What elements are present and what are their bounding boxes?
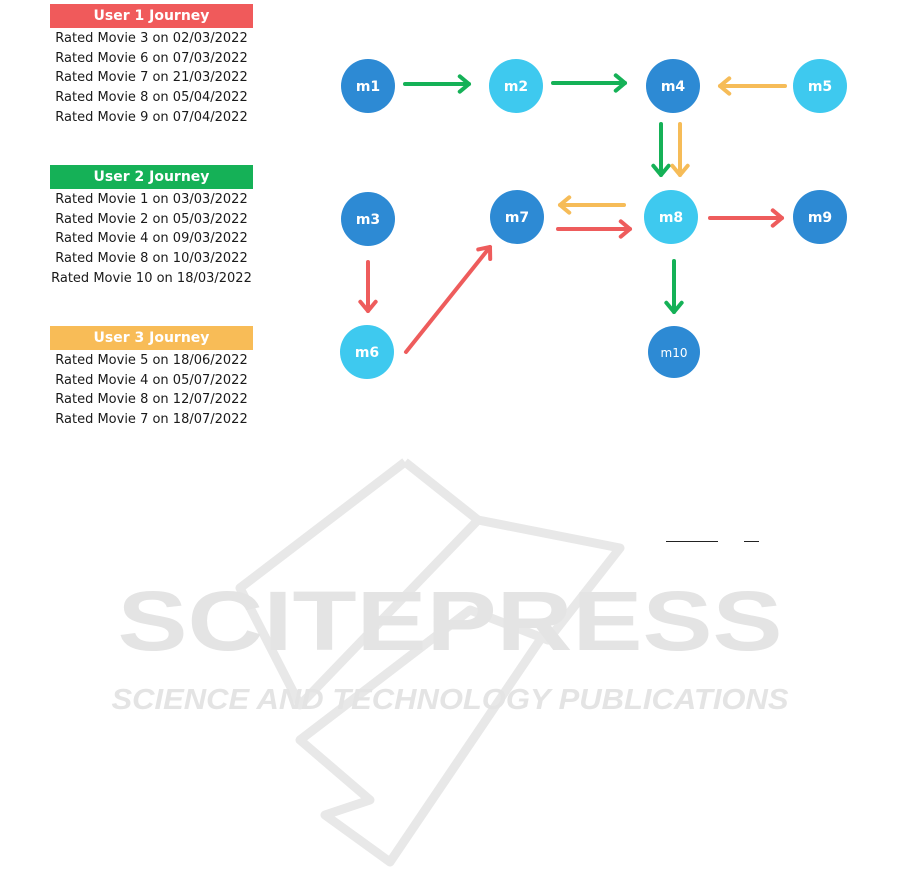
node-m1: m1 [341, 59, 395, 113]
node-m8: m8 [644, 190, 698, 244]
node-circle [644, 190, 698, 244]
fraction-bar-right [744, 541, 759, 542]
fraction-bar-left [666, 541, 718, 542]
node-circle [341, 192, 395, 246]
node-label: m9 [808, 210, 832, 226]
node-label: m4 [661, 79, 686, 95]
edge-arrowhead [664, 300, 684, 314]
edge-m8-to-m7-user3 [558, 195, 626, 215]
edge-arrowhead [613, 73, 627, 93]
node-m5: m5 [793, 59, 847, 113]
watermark-title: SCITEPRESS [118, 574, 783, 668]
journey-item: Rated Movie 8 on 10/03/2022 [55, 251, 248, 267]
journey-item: Rated Movie 4 on 05/07/2022 [55, 372, 248, 388]
edge-m7-to-m8-user1 [556, 219, 632, 239]
graph-edges [358, 73, 787, 354]
edge-arrowhead [618, 219, 632, 239]
edge-arrowhead [670, 163, 690, 177]
user1-journey-panel: User 1 Journey Rated Movie 3 on 02/03/20… [50, 4, 253, 127]
edge-m6-to-m7-user1 [404, 245, 493, 354]
edge-arrowhead [457, 74, 471, 94]
edge-m8-to-m9-user1 [708, 208, 784, 228]
edge-m3-to-m6-user1 [358, 260, 378, 313]
edge-arrowhead [770, 208, 784, 228]
user2-journey-list: Rated Movie 1 on 03/03/2022 Rated Movie … [50, 190, 253, 288]
node-circle [793, 59, 847, 113]
node-m4: m4 [646, 59, 700, 113]
journey-item: Rated Movie 6 on 07/03/2022 [55, 50, 248, 66]
node-circle [793, 190, 847, 244]
node-circle [646, 59, 700, 113]
node-circle [340, 325, 394, 379]
journey-item: Rated Movie 9 on 07/04/2022 [55, 109, 248, 125]
node-circle [490, 190, 544, 244]
user3-journey-panel: User 3 Journey Rated Movie 5 on 18/06/20… [50, 326, 253, 430]
watermark-book-outline [235, 458, 625, 867]
journey-item: Rated Movie 7 on 21/03/2022 [55, 70, 248, 86]
edge-m1-to-m2-user2 [403, 74, 471, 94]
node-label: m8 [659, 210, 683, 226]
journey-item: Rated Movie 4 on 09/03/2022 [55, 231, 248, 247]
edge-arrowhead [358, 299, 378, 313]
node-label: m2 [504, 79, 528, 95]
user1-journey-title: User 1 Journey [50, 4, 253, 28]
journey-item: Rated Movie 7 on 18/07/2022 [55, 412, 248, 428]
edge-m4-to-m8-user3 [670, 122, 690, 177]
node-label: m6 [355, 345, 379, 361]
journey-item: Rated Movie 8 on 05/04/2022 [55, 90, 248, 106]
graph-nodes: m1 m2 m4 m5 m3 m7 m8 m9 m6 m10 [340, 59, 847, 379]
node-circle [341, 59, 395, 113]
node-label: m1 [356, 79, 380, 95]
journey-item: Rated Movie 3 on 02/03/2022 [55, 31, 248, 46]
journey-item: Rated Movie 5 on 18/06/2022 [55, 353, 248, 368]
node-circle [648, 326, 700, 378]
edge-m8-to-m10-user2 [664, 259, 684, 314]
node-m3: m3 [341, 192, 395, 246]
node-m2: m2 [489, 59, 543, 113]
edge-m4-to-m8-user2 [651, 122, 671, 177]
node-label: m5 [808, 79, 832, 95]
user2-journey-title: User 2 Journey [50, 165, 253, 189]
node-m6: m6 [340, 325, 394, 379]
node-label: m3 [356, 212, 380, 228]
journey-item: Rated Movie 2 on 05/03/2022 [55, 211, 248, 227]
edge-arrowhead [718, 76, 732, 96]
edge-line [404, 245, 492, 354]
node-m9: m9 [793, 190, 847, 244]
edge-arrowhead [476, 245, 493, 261]
node-m7: m7 [490, 190, 544, 244]
node-circle [489, 59, 543, 113]
node-label: m7 [505, 210, 529, 226]
user2-journey-panel: User 2 Journey Rated Movie 1 on 03/03/20… [50, 165, 253, 288]
node-label: m10 [661, 346, 688, 360]
edge-arrowhead [651, 163, 671, 177]
edge-m2-to-m4-user2 [551, 73, 627, 93]
user3-journey-title: User 3 Journey [50, 326, 253, 350]
journey-item: Rated Movie 1 on 03/03/2022 [55, 192, 248, 207]
watermark-subtitle: SCIENCE AND TECHNOLOGY PUBLICATIONS [112, 684, 790, 716]
edge-arrowhead [558, 195, 572, 215]
journey-item: Rated Movie 10 on 18/03/2022 [51, 270, 252, 286]
journey-item: Rated Movie 8 on 12/07/2022 [55, 392, 248, 408]
user3-journey-list: Rated Movie 5 on 18/06/2022 Rated Movie … [50, 351, 253, 430]
edge-m5-to-m4-user3 [718, 76, 787, 96]
user1-journey-list: Rated Movie 3 on 02/03/2022 Rated Movie … [50, 29, 253, 127]
node-m10: m10 [648, 326, 700, 378]
